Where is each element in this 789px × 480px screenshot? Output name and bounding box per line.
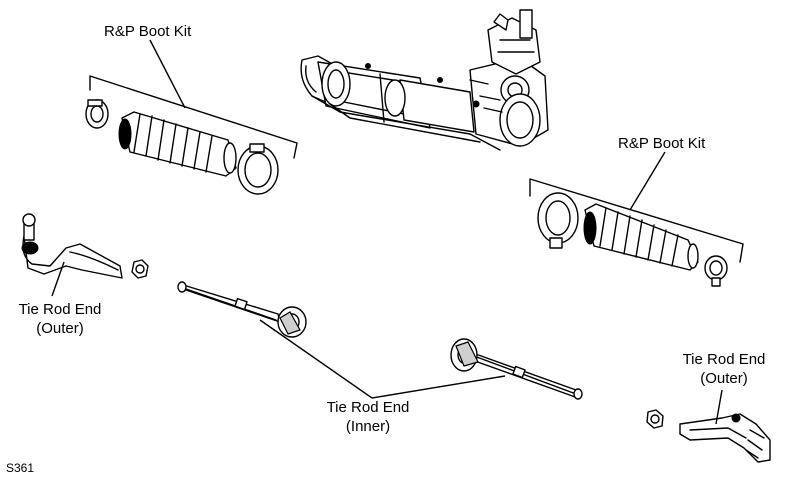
label-outer-right-line1: Tie Rod End	[682, 351, 766, 368]
tie-rod-inner-left	[177, 281, 307, 338]
label-outer-right-line2: (Outer)	[700, 370, 748, 387]
outer-right-leader	[715, 389, 723, 425]
label-outer-left-line2: (Outer)	[36, 320, 84, 337]
nut-left	[131, 259, 149, 279]
boot-bellows-right	[583, 203, 699, 271]
tie-rod-inner-right	[450, 338, 583, 400]
boot-clamp-large-left	[237, 143, 279, 195]
label-outer-left-line1: Tie Rod End	[18, 301, 102, 318]
label-inner-line1: Tie Rod End	[326, 399, 410, 416]
steering-rack-assembly	[300, 9, 549, 151]
boot-kit-right-leader	[629, 151, 666, 211]
boot-kit-right-bracket	[529, 178, 744, 263]
nut-right	[646, 409, 664, 429]
boot-bellows-left	[118, 111, 237, 177]
inner-leader-left	[259, 319, 373, 399]
outer-left-leader	[51, 261, 65, 297]
label-boot-kit-right: R&P Boot Kit	[618, 135, 706, 152]
label-tie-rod-end-inner: Tie Rod End (Inner)	[316, 398, 420, 436]
label-boot-kit-left: R&P Boot Kit	[104, 23, 192, 40]
boot-kit-left	[85, 39, 298, 195]
label-tie-rod-end-outer-left: Tie Rod End (Outer)	[10, 300, 110, 338]
tie-rod-end-outer-left	[21, 213, 149, 297]
boot-kit-right	[529, 151, 744, 287]
tie-rod-end-outer-right	[646, 389, 771, 463]
label-inner-line2: (Inner)	[345, 418, 391, 435]
boot-kit-left-leader	[149, 39, 186, 109]
boot-kit-left-bracket	[89, 75, 298, 159]
boot-clamp-small-right	[704, 255, 728, 287]
figure-code: S361	[6, 461, 35, 475]
label-tie-rod-end-outer-right: Tie Rod End (Outer)	[672, 350, 776, 388]
inner-leader-right	[371, 375, 506, 399]
boot-clamp-small-left	[85, 99, 109, 129]
boot-clamp-large-right	[537, 192, 579, 249]
